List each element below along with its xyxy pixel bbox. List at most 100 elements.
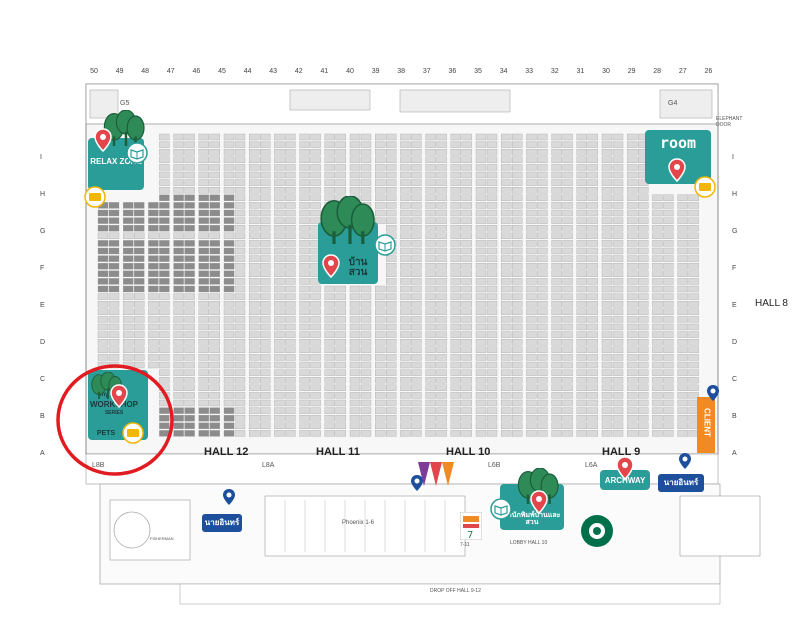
- booth[interactable]: [223, 240, 235, 247]
- booth[interactable]: [601, 247, 613, 255]
- booth[interactable]: [537, 232, 548, 239]
- booth[interactable]: [551, 194, 562, 201]
- booth[interactable]: [349, 346, 361, 353]
- booth[interactable]: [425, 361, 436, 369]
- booth[interactable]: [324, 323, 335, 331]
- booth[interactable]: [576, 164, 587, 171]
- booth[interactable]: [159, 240, 170, 247]
- booth[interactable]: [375, 285, 386, 293]
- booth[interactable]: [159, 232, 170, 239]
- booth[interactable]: [223, 392, 235, 399]
- booth[interactable]: [184, 141, 195, 148]
- booth[interactable]: [234, 217, 246, 224]
- booth[interactable]: [562, 217, 573, 224]
- booth[interactable]: [234, 331, 246, 338]
- booth[interactable]: [310, 339, 321, 346]
- booth[interactable]: [209, 187, 220, 194]
- booth[interactable]: [234, 293, 246, 300]
- booth[interactable]: [299, 149, 310, 156]
- booth[interactable]: [638, 346, 649, 353]
- booth[interactable]: [234, 133, 246, 141]
- booth[interactable]: [184, 361, 195, 369]
- booth[interactable]: [349, 308, 361, 315]
- booth[interactable]: [526, 171, 537, 179]
- booth[interactable]: [173, 179, 184, 186]
- booth[interactable]: [450, 149, 461, 156]
- booth[interactable]: [310, 422, 321, 429]
- booth[interactable]: [173, 232, 184, 239]
- booth[interactable]: [400, 407, 411, 414]
- booth[interactable]: [411, 301, 422, 308]
- booth[interactable]: [386, 278, 397, 285]
- booth[interactable]: [223, 369, 235, 376]
- booth[interactable]: [198, 225, 209, 232]
- booth[interactable]: [663, 354, 674, 361]
- booth[interactable]: [411, 331, 422, 338]
- booth[interactable]: [173, 323, 184, 331]
- booth[interactable]: [209, 407, 220, 414]
- location-pin-icon[interactable]: [410, 474, 424, 497]
- booth[interactable]: [638, 187, 649, 194]
- booth[interactable]: [260, 285, 271, 293]
- booth[interactable]: [249, 399, 260, 407]
- booth[interactable]: [627, 232, 638, 239]
- booth[interactable]: [285, 323, 296, 331]
- booth[interactable]: [601, 293, 613, 300]
- booth[interactable]: [677, 399, 688, 407]
- booth[interactable]: [461, 399, 472, 407]
- booth[interactable]: [159, 164, 170, 171]
- booth[interactable]: [436, 339, 447, 346]
- booth[interactable]: [461, 164, 472, 171]
- booth[interactable]: [638, 270, 649, 277]
- booth[interactable]: [249, 209, 260, 217]
- booth[interactable]: [234, 194, 246, 201]
- booth[interactable]: [512, 164, 523, 171]
- booth[interactable]: [223, 430, 235, 437]
- booth[interactable]: [274, 133, 285, 141]
- booth[interactable]: [335, 301, 346, 308]
- booth[interactable]: [223, 263, 235, 270]
- booth[interactable]: [274, 225, 285, 232]
- booth[interactable]: [411, 156, 422, 163]
- booth[interactable]: [587, 346, 598, 353]
- booth[interactable]: [663, 346, 674, 353]
- booth[interactable]: [375, 202, 386, 209]
- booth[interactable]: [335, 369, 346, 376]
- booth[interactable]: [249, 194, 260, 201]
- booth[interactable]: [576, 339, 587, 346]
- booth[interactable]: [501, 255, 512, 262]
- booth[interactable]: [612, 323, 624, 331]
- booth[interactable]: [461, 301, 472, 308]
- booth[interactable]: [108, 209, 120, 217]
- booth[interactable]: [612, 392, 624, 399]
- booth[interactable]: [173, 316, 184, 323]
- booth[interactable]: [663, 278, 674, 285]
- booth[interactable]: [335, 407, 346, 414]
- booth[interactable]: [123, 301, 134, 308]
- booth[interactable]: [123, 285, 134, 293]
- booth[interactable]: [461, 354, 472, 361]
- booth[interactable]: [411, 293, 422, 300]
- booth[interactable]: [335, 308, 346, 315]
- booth[interactable]: [173, 369, 184, 376]
- booth[interactable]: [526, 308, 537, 315]
- booth[interactable]: [461, 415, 472, 422]
- booth[interactable]: [461, 156, 472, 163]
- booth[interactable]: [551, 308, 562, 315]
- booth[interactable]: [223, 285, 235, 293]
- booth[interactable]: [551, 346, 562, 353]
- booth[interactable]: [688, 232, 699, 239]
- booth[interactable]: [223, 316, 235, 323]
- booth[interactable]: [475, 232, 487, 239]
- booth[interactable]: [638, 323, 649, 331]
- booth[interactable]: [285, 202, 296, 209]
- booth[interactable]: [134, 217, 145, 224]
- booth[interactable]: [349, 164, 361, 171]
- booth[interactable]: [436, 209, 447, 217]
- booth[interactable]: [512, 285, 523, 293]
- booth[interactable]: [349, 331, 361, 338]
- booth[interactable]: [652, 354, 663, 361]
- booth[interactable]: [97, 354, 109, 361]
- booth[interactable]: [475, 225, 487, 232]
- booth[interactable]: [159, 415, 170, 422]
